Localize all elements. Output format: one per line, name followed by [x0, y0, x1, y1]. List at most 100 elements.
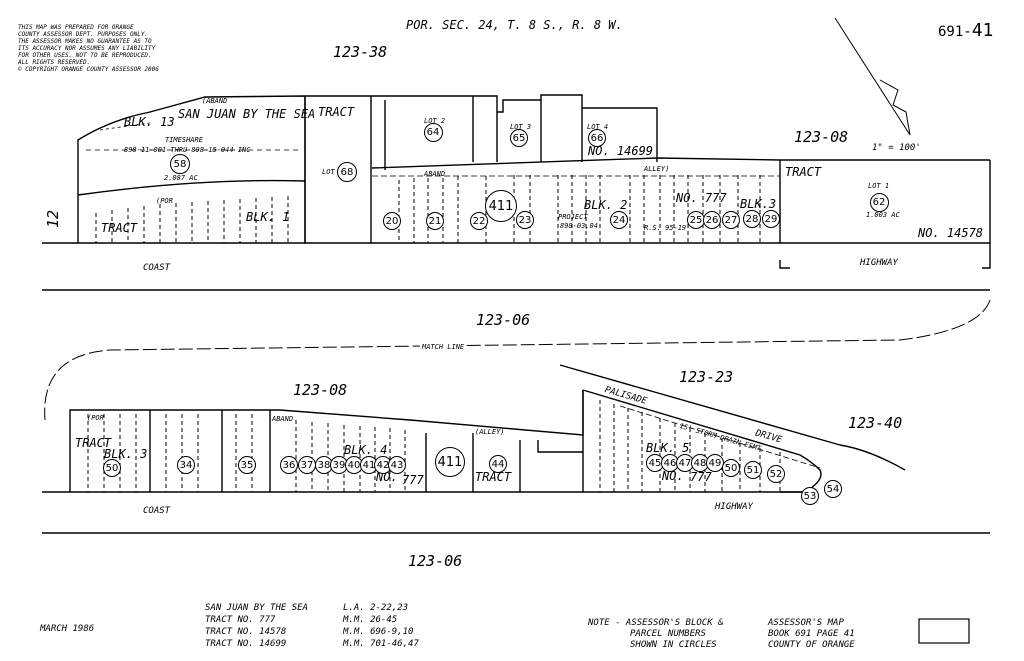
alley-label-top: ALLEY)	[644, 165, 670, 173]
parcel-number-low-51: 51	[744, 461, 762, 479]
area-62: 1.003 AC	[866, 211, 900, 219]
parcel-number-low-45: 45	[646, 454, 664, 472]
parcel-number-low-34: 34	[177, 456, 195, 474]
ref-123-06-bot: 123-06	[408, 552, 463, 570]
alley-label-bottom: (ALLEY)	[475, 428, 505, 436]
lot4-label: LOT 4	[587, 123, 609, 131]
ref-123-38: 123-38	[333, 43, 388, 61]
blk4-label: BLK. 4	[344, 443, 388, 457]
legend-name: SAN JUAN BY THE SEA	[205, 603, 308, 613]
disclaimer-line: ALL RIGHTS RESERVED.	[18, 59, 91, 66]
map-prefix: 691-	[938, 24, 972, 40]
project-label: PROJECT	[558, 213, 588, 221]
legend-book-title: ASSESSOR'S MAP	[768, 618, 844, 628]
legend-name: TRACT NO. 777	[205, 615, 276, 625]
disclaimer-line: ITS ACCURACY NOR ASSUMES ANY LIABILITY	[18, 45, 156, 52]
legend-book: M.M. 696-9,10	[343, 627, 414, 637]
legend-note-line: NOTE - ASSESSOR'S BLOCK &	[588, 618, 724, 628]
lot1-label: LOT 1	[868, 182, 890, 190]
legend-book: M.M. 701-46,47	[343, 639, 419, 649]
blk2-label: BLK. 2	[584, 198, 628, 212]
legend-book-info: ASSESSOR'S MAP BOOK 691 PAGE 41 COUNTY O…	[768, 618, 855, 651]
san-juan-label: SAN JUAN BY THE SEA	[178, 107, 316, 121]
no777-label-low-c: NO.	[662, 469, 684, 483]
disclaimer-line: THE ASSESSOR MAKES NO GUARANTEE AS TO	[18, 38, 152, 45]
parcel-number-low-44: 44	[489, 455, 507, 473]
map-suffix: 41	[971, 20, 994, 41]
parcel-number-low-36: 36	[280, 456, 298, 474]
blk3-label-low: BLK. 3	[104, 447, 148, 461]
no14578-label: NO. 14578	[918, 226, 984, 240]
parcel-number-top-24: 24	[610, 211, 628, 229]
parcel-number-top-64: 64	[423, 122, 443, 142]
section-title: POR. SEC. 24, T. 8 S., R. 8 W.	[406, 18, 623, 32]
blk3-label-top: BLK.3	[740, 197, 777, 211]
ref-123-08-top: 123-08	[794, 128, 849, 146]
aband-label-top: ABAND	[424, 170, 446, 178]
parcel-number-top-411: 411	[485, 190, 517, 222]
lot2-label: LOT 2	[424, 117, 446, 125]
north-arrow	[834, 17, 911, 136]
legend-date: MARCH 1986	[40, 624, 95, 634]
aband-label-blk13: (ABAND	[202, 97, 228, 105]
parcel-number-low-35: 35	[238, 456, 256, 474]
no777-label-low-d: 777	[690, 470, 712, 484]
edge-number-12: 12	[44, 209, 63, 229]
no777-label-top: NO. 777	[676, 191, 727, 205]
parcel-number-low-46: 46	[661, 454, 679, 472]
ref-123-08-low: 123-08	[293, 381, 348, 399]
timeshare-range: 898-11-001 THRU 898-15-044 INC	[124, 146, 251, 154]
area-58: 2.087 AC	[164, 174, 198, 182]
map-number: 691-41	[938, 20, 993, 41]
parcel-number-top-23: 23	[516, 211, 534, 229]
disclaimer-line: COUNTY ASSESSOR DEPT. PURPOSES ONLY.	[18, 31, 149, 38]
legend-name: TRACT NO. 14699	[205, 639, 287, 649]
blk13-label: BLK. 13	[124, 115, 175, 129]
por-label-top: (POR	[156, 197, 173, 205]
por-label-bottom: (POR	[87, 414, 104, 422]
coast-label-bottom: COAST	[143, 506, 171, 516]
parcel-number-top-65: 65	[510, 129, 528, 147]
aband-label-bottom: ABAND	[272, 415, 294, 423]
ref-123-40: 123-40	[848, 414, 903, 432]
parcel-number-top-28: 28	[743, 210, 761, 228]
disclaimer-line: FOR OTHER USES. NOT TO BE REPRODUCED.	[18, 52, 152, 59]
parcel-number-low-42: 42	[374, 456, 392, 474]
lot3-label: LOT 3	[510, 123, 532, 131]
tract-label-center: TRACT	[318, 105, 355, 119]
parcel-number-top-26: 26	[703, 211, 721, 229]
lot68-label: LOT	[322, 168, 335, 176]
highway-label-bottom: HIGHWAY	[715, 502, 753, 512]
disclaimer-line: © COPYRIGHT ORANGE COUNTY ASSESSOR 2006	[18, 66, 159, 73]
no14699-label: NO. 14699	[588, 144, 654, 158]
legend-book-line: BOOK 691 PAGE 41	[768, 629, 855, 639]
parcel-number-low-37: 37	[298, 456, 316, 474]
legend-county: COUNTY OF ORANGE	[768, 640, 855, 650]
parcel-number-low-50: 50	[103, 459, 121, 477]
legend-book: L.A. 2-22,23	[343, 603, 409, 613]
scale-label: 1" = 100'	[872, 143, 921, 153]
blk5-label: BLK. 5	[646, 441, 690, 455]
legend-empty-box	[918, 618, 970, 644]
parcel-number-top-66: 66	[588, 129, 606, 147]
legend-note-line: PARCEL NUMBERS	[630, 629, 706, 639]
highway-label-top: HIGHWAY	[860, 258, 898, 268]
parcel-number-top-20: 20	[383, 212, 401, 230]
parcel-number-low-50: 50	[722, 459, 740, 477]
legend-book: M.M. 26-45	[343, 615, 398, 625]
rs-label: R.S. 95-19	[644, 224, 687, 232]
top-block-outline	[77, 95, 306, 243]
tract-label-top-left: TRACT	[101, 221, 138, 235]
parcel-number-low-411: 411	[435, 447, 465, 477]
parcel-number-top-21: 21	[426, 212, 444, 230]
match-line-label: MATCH LINE	[420, 343, 467, 351]
project-number: 898-03,04	[560, 222, 598, 230]
tract-label-low-left: TRACT	[75, 436, 112, 450]
legend-name: TRACT NO. 14578	[205, 627, 287, 637]
parcel-number-top-27: 27	[722, 211, 740, 229]
match-line	[44, 299, 991, 421]
parcel-number-top-29: 29	[762, 210, 780, 228]
parcel-number-low-52: 52	[767, 465, 785, 483]
no777-label-low-b: 777	[402, 473, 424, 487]
